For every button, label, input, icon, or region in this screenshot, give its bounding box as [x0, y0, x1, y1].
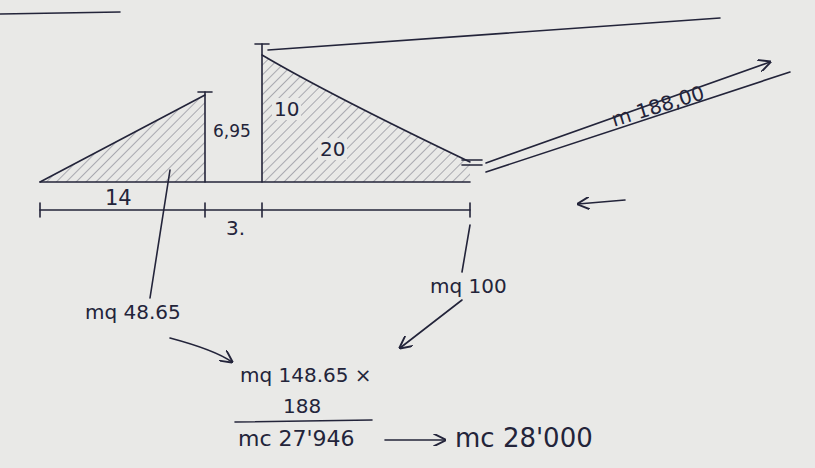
dimension-label: mq 148.65 ×	[240, 365, 372, 385]
dimension-label: 10	[272, 98, 301, 120]
dimension-label: mc 27'946	[238, 428, 355, 450]
dimension-label: 6,95	[211, 122, 253, 141]
dimension-label: mq 48.65	[85, 302, 181, 322]
dimension-label: m 188,00	[609, 82, 706, 129]
dimension-label: 14	[105, 188, 132, 209]
dimension-label: 3.	[226, 218, 245, 238]
dimension-label: mq 100	[430, 276, 507, 296]
dimension-label: 20	[318, 138, 347, 160]
dimension-label: mc 28'000	[455, 425, 593, 451]
dimension-label: 188	[283, 396, 321, 416]
